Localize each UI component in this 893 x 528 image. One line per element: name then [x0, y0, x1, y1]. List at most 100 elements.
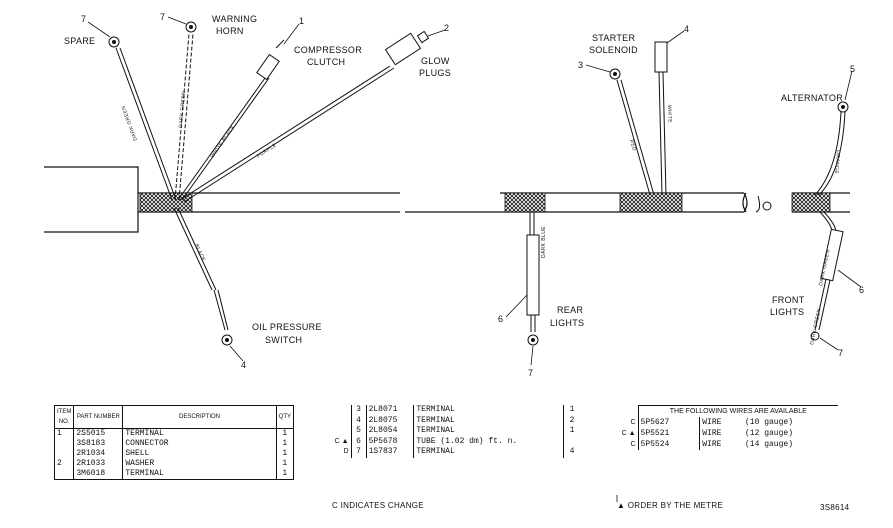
table-row: C ▲ 6 5P5678 TUBE (1.02 dm) ft. n.	[325, 436, 580, 447]
wire-label-dark-green-spare: DARK GREEN	[121, 104, 139, 141]
label-glow-plugs-1: GLOW	[421, 56, 450, 66]
table-row: C 5P5627 WIRE (10 gauge)	[612, 417, 838, 428]
label-alternator: ALTERNATOR	[781, 93, 843, 103]
change-mark: C ▲	[621, 430, 636, 437]
parts-table-main: ITEM NO. PART NUMBER DESCRIPTION QTY 1 2…	[54, 405, 294, 480]
change-note: C INDICATES CHANGE	[332, 501, 424, 510]
callout-alternator: 5	[850, 64, 855, 74]
label-glow-plugs-2: PLUGS	[419, 68, 451, 78]
wire-label-white-black: WHITE BLACK	[210, 124, 237, 159]
qty: 1	[282, 429, 288, 438]
terminal-alternator	[837, 101, 849, 113]
qty	[563, 436, 580, 447]
item-no	[54, 449, 75, 459]
description: TERMINAL	[122, 469, 277, 480]
tape-wrap-right	[791, 192, 831, 213]
description: WIRE	[702, 429, 722, 438]
label-compressor-2: CLUTCH	[307, 57, 345, 67]
callout-starter-4: 4	[684, 24, 689, 34]
change-mark	[325, 405, 351, 416]
part-number: 2L8071	[366, 405, 415, 416]
branch-wires-right	[814, 111, 846, 331]
terminal-spare	[108, 36, 120, 48]
label-rear-lights-2: LIGHTS	[550, 318, 584, 328]
label-warning-horn-1: WARNING	[212, 14, 257, 24]
table-row: D 7 1S7837 TERMINAL 4	[325, 447, 580, 458]
gauge: (10 gauge)	[744, 418, 793, 427]
wire-label-white: WHITE	[666, 105, 673, 124]
wire-label-dark-blue: DARK BLUE	[541, 226, 547, 258]
gauge: (14 gauge)	[744, 440, 793, 449]
description: SHELL	[122, 449, 277, 459]
label-oil-pressure-2: SWITCH	[265, 335, 302, 345]
header-qty: QTY	[276, 405, 294, 429]
callout-spare: 7	[81, 14, 86, 24]
connector-glow-plugs	[384, 30, 430, 66]
qty: 1	[282, 469, 288, 478]
terminal-warning-horn	[185, 21, 197, 33]
label-starter-2: SOLENOID	[589, 45, 638, 55]
part-number: 2L8054	[366, 426, 415, 437]
callout-rear-6: 6	[498, 314, 503, 324]
callout-oil: 4	[241, 360, 246, 370]
callout-glow: 2	[444, 23, 449, 33]
change-mark	[325, 426, 351, 437]
label-starter-1: STARTER	[592, 33, 635, 43]
wire-label-dark-green-front-2: DARK GREEN	[809, 308, 823, 346]
drawing-number: 3S8614	[820, 503, 850, 512]
item-no: 7	[350, 447, 367, 458]
part-number: 2R1034	[73, 449, 124, 459]
description: TERMINAL	[416, 426, 455, 435]
tape-wrap-middle	[504, 192, 546, 213]
description: TUBE (1.02 dm) ft. n.	[416, 436, 518, 446]
qty: 2	[563, 415, 580, 426]
part-number: 3M6018	[73, 469, 124, 480]
part-number: 2R1033	[73, 459, 124, 469]
label-rear-lights-1: REAR	[557, 305, 583, 315]
qty: 1	[282, 439, 288, 448]
qty: 1	[563, 405, 580, 416]
table-row: C ▲ 5P5521 WIRE (12 gauge)	[612, 428, 838, 439]
item-no: 6	[350, 436, 367, 447]
header-item-no: ITEM NO.	[54, 405, 75, 429]
callout-front-7: 7	[838, 348, 843, 358]
wire-label-dark-green-horn: DARK GREEN	[178, 91, 187, 128]
harness-break-loop	[755, 195, 772, 213]
branch-wires-left	[115, 33, 395, 331]
qty: 1	[282, 449, 288, 458]
label-spare: SPARE	[64, 36, 95, 46]
table-row: 2R1034 SHELL 1	[54, 449, 294, 459]
change-mark: D	[343, 448, 349, 455]
table-row: 5 2L8054 TERMINAL 1	[325, 426, 580, 437]
change-mark: C	[630, 441, 636, 448]
qty: 4	[563, 447, 580, 458]
table-row: 2 2R1033 WASHER 1	[54, 459, 294, 469]
callout-leaders	[87, 16, 862, 366]
description: TERMINAL	[416, 415, 455, 425]
wires-table-title: THE FOLLOWING WIRES ARE AVAILABLE	[637, 405, 838, 417]
item-no: 2	[54, 459, 75, 469]
change-mark	[325, 416, 351, 427]
item-no: 5	[350, 426, 367, 437]
part-number: 1S7837	[366, 447, 415, 458]
qty: 1	[563, 426, 580, 437]
branch-wires-starter	[616, 71, 667, 196]
label-front-lights-1: FRONT	[772, 295, 805, 305]
part-number: 2L8075	[366, 415, 415, 426]
terminal-oil-pressure	[221, 334, 233, 346]
description: CONNECTOR	[122, 439, 277, 449]
part-number: 3S8183	[73, 439, 124, 449]
description: WIRE	[702, 418, 722, 427]
wire-label-orange: ORANGE	[833, 150, 841, 175]
branch-wires-rear	[526, 212, 540, 332]
callout-horn: 7	[160, 12, 165, 22]
connector-compressor-clutch	[256, 39, 285, 81]
order-note: ▲ ORDER BY THE METRE	[617, 501, 723, 510]
table-row: 3M6018 TERMINAL 1	[54, 469, 294, 480]
part-number: 5P5627	[637, 417, 701, 428]
change-mark: C ▲	[334, 437, 349, 445]
part-number: 5P5521	[637, 428, 701, 439]
table-row: 4 2L8075 TERMINAL 2	[325, 415, 580, 427]
callout-compressor: 1	[299, 16, 304, 26]
description: TERMINAL	[416, 405, 455, 414]
